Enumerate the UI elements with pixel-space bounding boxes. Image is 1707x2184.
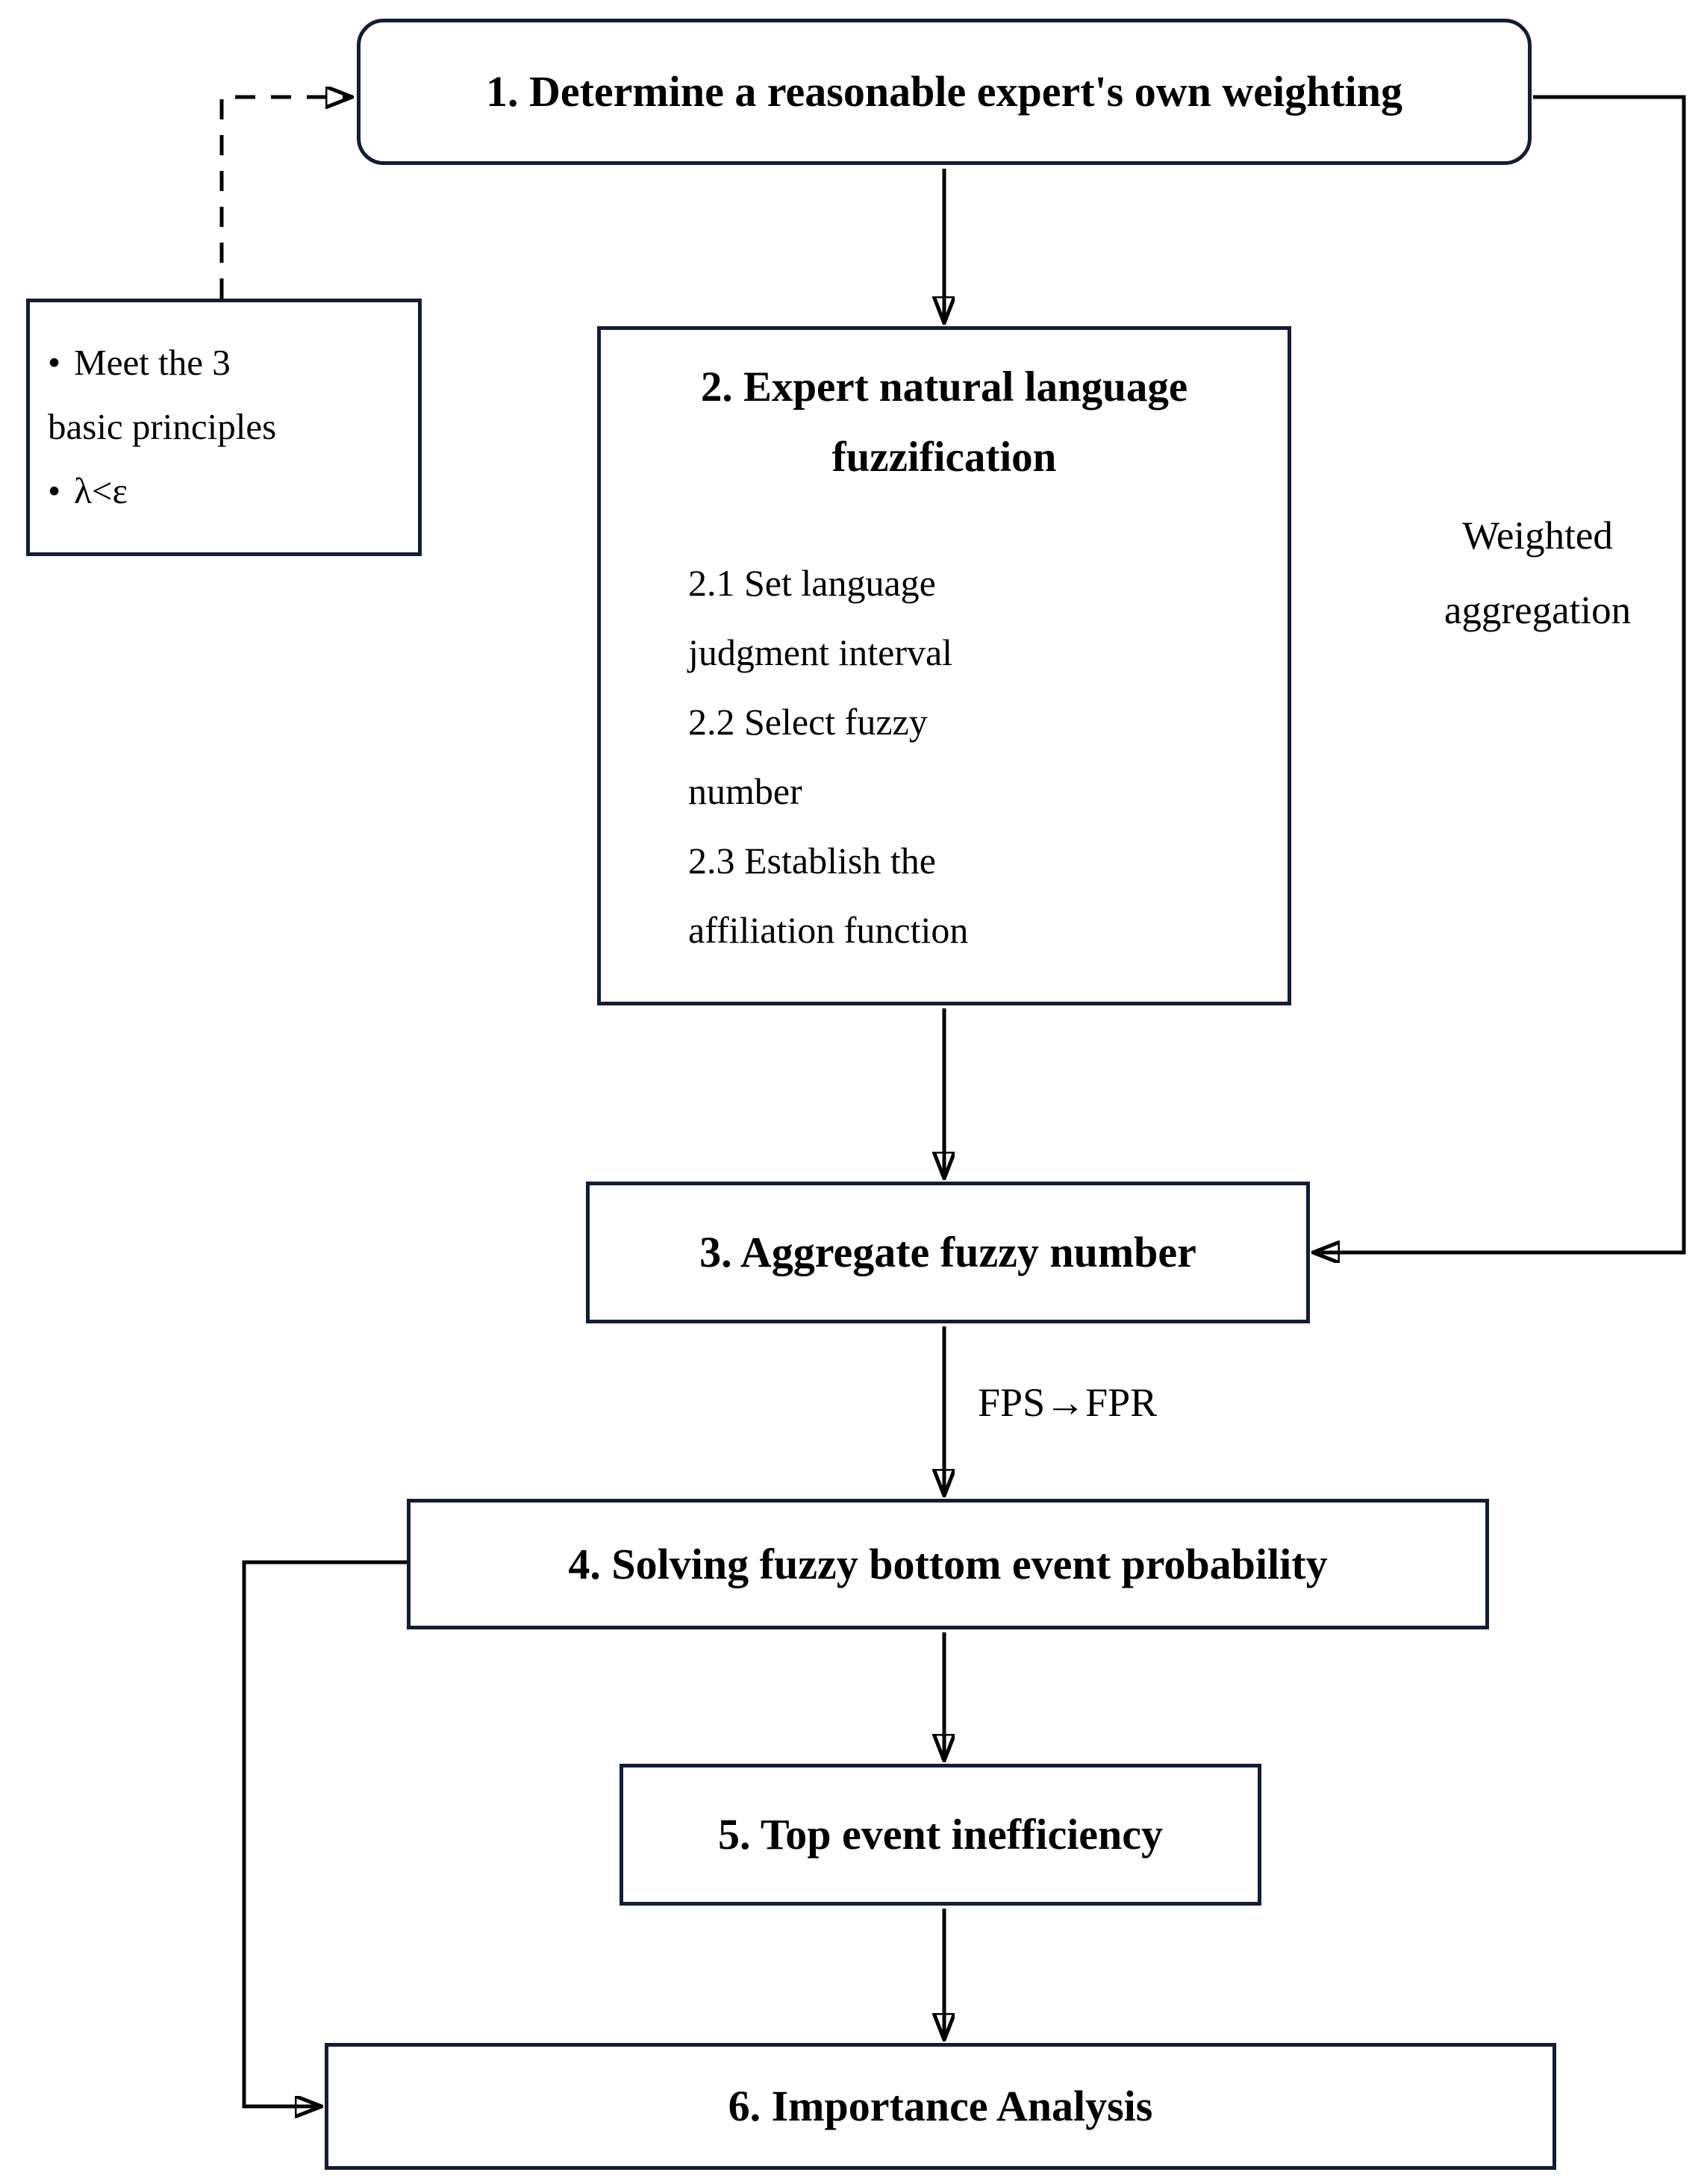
substep-2-2-line2: number: [688, 770, 802, 812]
substep-2-2-line1: 2.2 Select fuzzy: [688, 701, 928, 743]
step2-substeps: 2.1 Set language judgment interval 2.2 S…: [688, 549, 1211, 965]
weighted-aggregation-label: Weighted aggregation: [1388, 499, 1687, 648]
step6-label: 6. Importance Analysis: [728, 2082, 1153, 2131]
bullet-icon: •: [48, 342, 61, 383]
step5-box: 5. Top event inefficiency: [620, 1764, 1261, 1906]
principles-item-2: • λ<ε: [48, 459, 411, 523]
step2-title: 2. Expert natural language fuzzification: [601, 352, 1288, 493]
step2-title-line2: fuzzification: [831, 434, 1057, 481]
fps-fpr-label: FPS→FPR: [978, 1380, 1158, 1425]
arrow-step4-to-step6-loop: [242, 1560, 407, 2106]
step6-box: 6. Importance Analysis: [325, 2043, 1556, 2170]
substep-2-1-line2: judgment interval: [688, 631, 953, 673]
bullet-icon: •: [48, 470, 61, 511]
principles-item1-line1: Meet the 3: [74, 342, 231, 383]
principles-item1-line2: basic principles: [48, 406, 277, 447]
principles-box: • Meet the 3 basic principles • λ<ε: [26, 299, 422, 556]
substep-2-3-line2: affiliation function: [688, 909, 969, 951]
substep-2-1-line1: 2.1 Set language: [688, 562, 936, 604]
principles-item2-text: λ<ε: [74, 470, 128, 511]
substep-2-3-line1: 2.3 Establish the: [688, 840, 936, 882]
step3-label: 3. Aggregate fuzzy number: [699, 1228, 1196, 1277]
step5-label: 5. Top event inefficiency: [717, 1810, 1164, 1859]
step1-label: 1. Determine a reasonable expert's own w…: [485, 67, 1403, 116]
weighted-aggregation-line2: aggregation: [1444, 589, 1632, 632]
step2-title-line1: 2. Expert natural language: [700, 364, 1188, 411]
step2-box: 2. Expert natural language fuzzification: [597, 326, 1291, 1005]
step1-box: 1. Determine a reasonable expert's own w…: [357, 19, 1532, 165]
weighted-aggregation-line1: Weighted: [1462, 514, 1613, 558]
dashed-arrow-principles-to-step1: [219, 97, 352, 299]
arrow-step1-to-step3-weighted-aggregation: [1313, 95, 1686, 1252]
step4-label: 4. Solving fuzzy bottom event probabilit…: [568, 1539, 1328, 1588]
principles-item-1: • Meet the 3: [48, 331, 411, 395]
step4-box: 4. Solving fuzzy bottom event probabilit…: [407, 1499, 1489, 1629]
step3-box: 3. Aggregate fuzzy number: [586, 1182, 1310, 1323]
